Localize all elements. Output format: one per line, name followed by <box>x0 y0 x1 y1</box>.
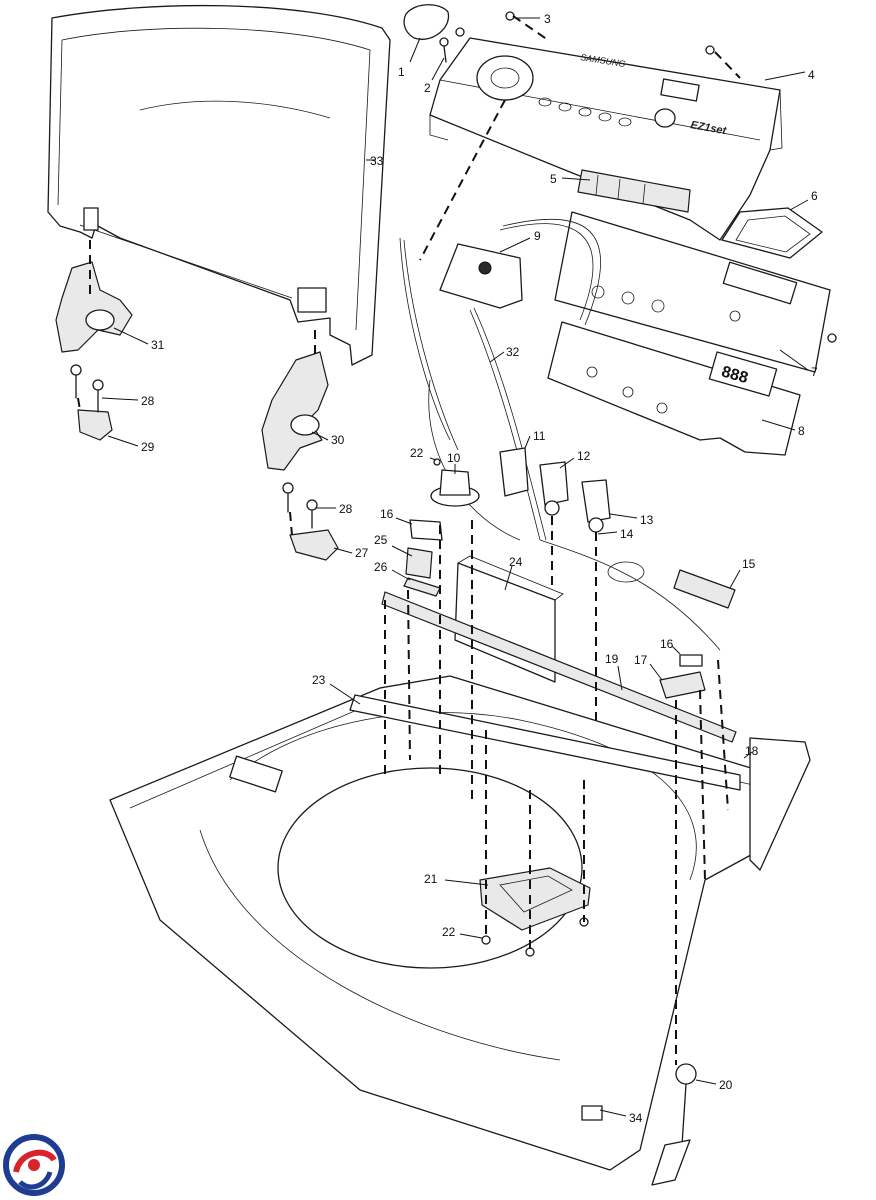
callout-3: 3 <box>544 12 551 26</box>
callout-17: 17 <box>634 653 648 667</box>
pcb-cover <box>554 211 831 373</box>
callout-5: 5 <box>550 172 557 186</box>
callout-19: 19 <box>605 652 619 666</box>
sub-pcb <box>439 243 523 309</box>
callout-29: 29 <box>141 440 155 454</box>
callout-16-right: 16 <box>660 637 674 651</box>
knob <box>403 4 450 40</box>
callout-7: 7 <box>811 365 818 379</box>
button-holder <box>577 169 691 213</box>
screws-22 <box>433 458 589 957</box>
assembly-lines <box>77 15 741 1065</box>
pressure-sensor <box>430 469 480 507</box>
detergent-dispenser <box>479 867 591 931</box>
lid-lock-hook <box>651 1063 697 1186</box>
hinge-bracket-27 <box>289 529 339 561</box>
callout-15: 15 <box>742 557 756 571</box>
lid-switch-16 <box>409 519 443 541</box>
callout-31: 31 <box>151 338 165 352</box>
gasket-strip <box>381 591 737 743</box>
brand-logo <box>3 1134 65 1196</box>
callout-34: 34 <box>629 1111 643 1125</box>
top-cover <box>109 675 811 1171</box>
wire-harness <box>399 218 721 651</box>
callout-21: 21 <box>424 872 438 886</box>
water-valve-13 <box>581 479 611 533</box>
display-window <box>721 207 823 259</box>
callout-23: 23 <box>312 673 326 687</box>
callout-26: 26 <box>374 560 388 574</box>
pcb-display-digits: 888 <box>720 363 750 387</box>
holder-plate-26 <box>403 577 441 597</box>
lid-switch-bracket <box>659 671 706 699</box>
screws-28 <box>70 364 318 529</box>
hinge-left <box>55 261 133 353</box>
callout-20: 20 <box>719 1078 733 1092</box>
callout-4: 4 <box>808 68 815 82</box>
callout-24: 24 <box>509 555 523 569</box>
callout-12: 12 <box>577 449 591 463</box>
callout-28-left: 28 <box>141 394 155 408</box>
control-panel: SAMSUNG EZ1set <box>429 37 783 241</box>
noise-filter <box>607 561 736 609</box>
switch-holder-25 <box>405 547 433 579</box>
callout-33: 33 <box>370 154 384 168</box>
callout-11: 11 <box>533 429 546 443</box>
hinge-right <box>261 351 329 471</box>
main-pcb: 888 <box>547 321 801 456</box>
harness-connector <box>499 447 529 497</box>
callout-22-top: 22 <box>410 446 424 460</box>
callout-28-right: 28 <box>339 502 353 516</box>
lid <box>47 4 391 366</box>
callout-18: 18 <box>745 744 759 758</box>
callout-13: 13 <box>640 513 654 527</box>
callout-2: 2 <box>424 81 431 95</box>
lid-switch-right <box>679 654 703 667</box>
callout-32: 32 <box>506 345 520 359</box>
small-screws <box>439 11 837 343</box>
callout-9: 9 <box>534 229 541 243</box>
hinge-bracket-29 <box>77 409 113 441</box>
callout-25: 25 <box>374 533 388 547</box>
callout-1: 1 <box>398 65 405 79</box>
water-valve-12 <box>539 461 569 516</box>
callout-8: 8 <box>798 424 805 438</box>
callout-10: 10 <box>447 451 461 465</box>
callout-6: 6 <box>811 189 818 203</box>
callout-22-bottom: 22 <box>442 925 456 939</box>
callout-14: 14 <box>620 527 634 541</box>
callouts: 1 2 3 4 5 6 7 8 9 10 11 12 13 14 15 16 1 <box>101 12 818 1125</box>
callout-16-left: 16 <box>380 507 394 521</box>
callout-30: 30 <box>331 433 345 447</box>
drain-cap <box>581 1105 603 1121</box>
panel-buttons <box>538 97 632 127</box>
callout-27: 27 <box>355 546 369 560</box>
